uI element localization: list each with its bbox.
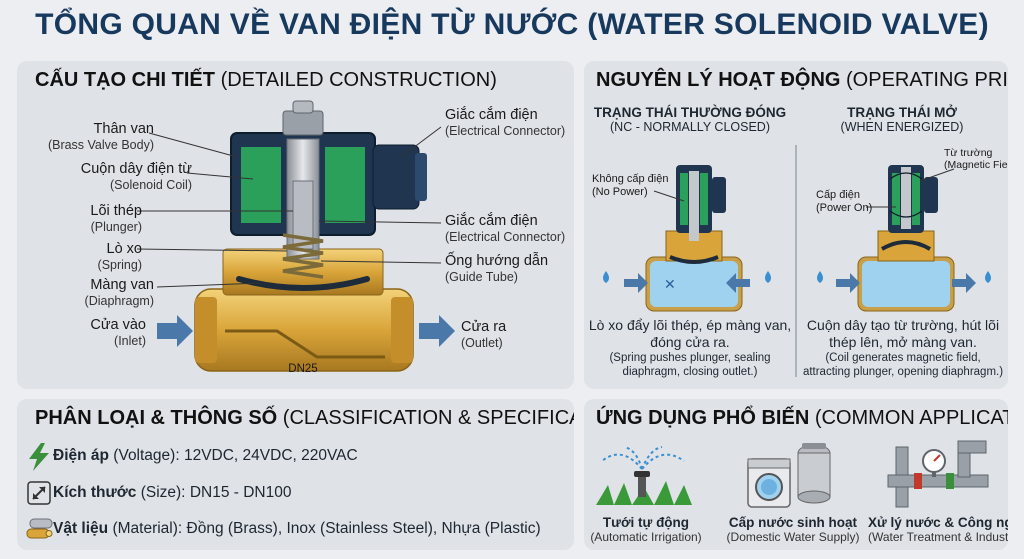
open-magnetic-field-note: Từ trường(Magnetic Field) <box>944 147 1008 171</box>
industrial-pipes-icon <box>887 440 989 508</box>
applications-panel: ỨNG DỤNG PHỔ BIẾN (COMMON APPLICATIONS) … <box>584 399 1008 550</box>
principle-diagrams: ✕ <box>603 145 991 377</box>
spec-material: Vật liệu (Material): Đồng (Brass), Inox … <box>53 520 541 537</box>
specs-heading: PHÂN LOẠI & THÔNG SỐ (CLASSIFICATION & S… <box>35 407 574 429</box>
inlet-port <box>195 297 217 363</box>
construction-panel: CẤU TẠO CHI TIẾT (DETAILED CONSTRUCTION) <box>17 61 574 389</box>
label-diaphragm: Màng van(Diaphragm) <box>84 277 154 308</box>
applications-heading: ỨNG DỤNG PHỔ BIẾN (COMMON APPLICATIONS) <box>596 407 1008 429</box>
open-description: Cuộn dây tạo từ trường, hút lõi thép lên… <box>802 317 1004 378</box>
outlet-arrow <box>419 315 455 347</box>
top-nut <box>282 110 324 136</box>
label-connector-mid: Giắc cắm điện(Electrical Connector) <box>445 213 566 244</box>
principle-heading: NGUYÊN LÝ HOẠT ĐỘNG (OPERATING PRINCIPLE… <box>596 69 1008 91</box>
label-spring: Lò xo(Spring) <box>97 241 142 272</box>
label-coil: Cuộn dây điện từ(Solenoid Coil) <box>80 161 192 192</box>
sprinkler-icon <box>596 446 692 505</box>
label-outlet: Cửa ra(Outlet) <box>461 319 507 350</box>
connector-box <box>372 144 420 210</box>
principle-panel: NGUYÊN LÝ HOẠT ĐỘNG (OPERATING PRINCIPLE… <box>584 61 1008 389</box>
label-plunger: Lõi thép(Plunger) <box>90 203 142 234</box>
construction-heading: CẤU TẠO CHI TIẾT (DETAILED CONSTRUCTION) <box>35 69 497 91</box>
spec-voltage: Điện áp (Voltage): 12VDC, 24VDC, 220VAC <box>53 447 358 464</box>
application-domestic-water: Cấp nước sinh hoạt(Domestic Water Supply… <box>726 515 860 544</box>
svg-text:✕: ✕ <box>664 277 676 293</box>
open-power-note: Cấp điện(Power On) <box>816 189 873 214</box>
connector-cap <box>415 153 427 201</box>
closed-state-title: TRẠNG THÁI THƯỜNG ĐÓNG(NC - NORMALLY CLO… <box>593 105 787 134</box>
label-body: Thân van(Brass Valve Body) <box>47 121 154 152</box>
spring <box>282 233 324 279</box>
application-irrigation: Tưới tự động(Automatic Irrigation) <box>590 515 702 544</box>
label-connector-top: Giắc cắm điện(Electrical Connector) <box>445 107 566 138</box>
specs-panel: PHÂN LOẠI & THÔNG SỐ (CLASSIFICATION & S… <box>17 399 574 550</box>
outlet-port <box>391 297 413 363</box>
label-guide-tube: Ống hướng dẫn(Guide Tube) <box>445 253 549 284</box>
coil-left <box>241 147 281 223</box>
label-inlet: Cửa vào(Inlet) <box>90 317 146 348</box>
open-valve <box>817 165 991 312</box>
closed-no-power-note: Không cấp điện(No Power) <box>592 173 669 198</box>
coil-right <box>325 147 365 223</box>
flow-channel <box>225 329 385 359</box>
washing-machine-tank-icon <box>747 443 831 508</box>
diaphragm <box>236 276 370 291</box>
application-water-treatment: Xử lý nước & Công nghiệp(Water Treatment… <box>868 515 1008 544</box>
resize-arrows-icon <box>27 481 51 505</box>
open-state-title: TRẠNG THÁI MỞ(WHEN ENERGIZED) <box>840 105 964 134</box>
closed-valve: ✕ <box>603 165 771 312</box>
inlet-arrow <box>157 315 193 347</box>
label-size-mark: DN25 <box>288 363 318 375</box>
spec-size: Kích thước (Size): DN15 - DN100 <box>53 484 292 501</box>
lightning-icon <box>29 443 49 471</box>
closed-description: Lò xo đẩy lõi thép, ép màng van, đóng cử… <box>588 317 792 378</box>
page-title: TỔNG QUAN VỀ VAN ĐIỆN TỪ NƯỚC (WATER SOL… <box>35 8 989 41</box>
solenoid-valve-cutaway <box>136 100 455 372</box>
material-pipes-icon <box>26 518 53 539</box>
